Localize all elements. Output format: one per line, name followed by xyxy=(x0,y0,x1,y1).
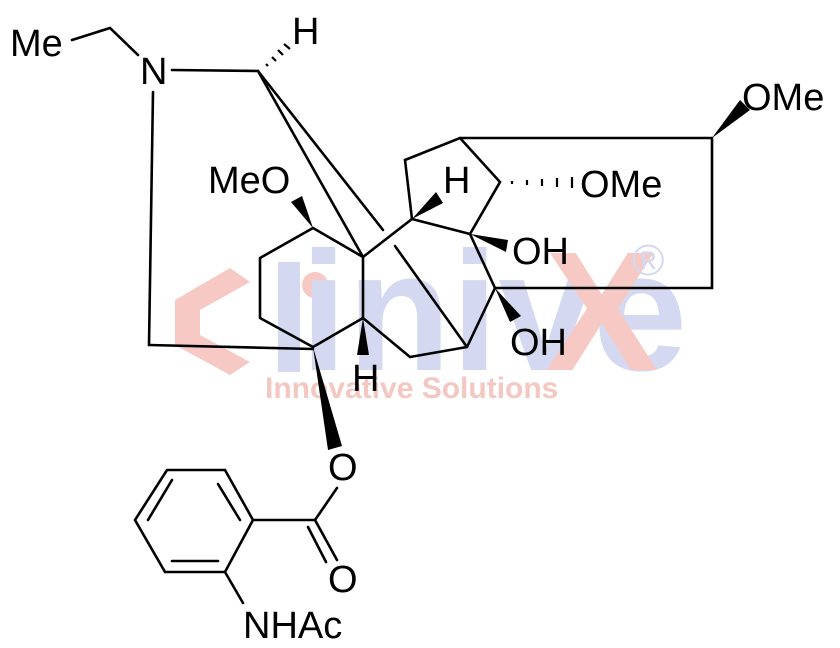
wedge-oh-lower xyxy=(495,288,521,322)
wedge-h-lower xyxy=(357,318,369,355)
o-c-ester-bond xyxy=(313,486,339,522)
watermark-c-hexagon-icon xyxy=(175,268,250,375)
label-ester-o: O xyxy=(328,447,358,489)
label-oh-upper: OH xyxy=(512,231,569,273)
watermark-registered: ® xyxy=(632,236,664,285)
label-meo-left: MeO xyxy=(208,160,290,202)
aryl-n-bond xyxy=(223,570,245,605)
c-o-double-2 xyxy=(306,525,328,564)
benzene-double-2 xyxy=(146,478,174,522)
label-carbonyl-o: O xyxy=(328,559,358,601)
hashed-wedge-h-top xyxy=(265,43,291,67)
label-h-mid: H xyxy=(443,160,470,202)
label-ome-mid: OMe xyxy=(580,164,662,206)
label-h-lower: H xyxy=(352,358,379,400)
hashed-wedge-ome-mid xyxy=(510,177,574,188)
watermark: inive X ® Innovative Solutions xyxy=(175,217,687,407)
label-oh-lower: OH xyxy=(510,322,567,364)
label-h-top: H xyxy=(292,11,319,53)
watermark-l xyxy=(278,262,300,372)
c-o-double-1 xyxy=(313,518,339,562)
bridge-bond-1 xyxy=(256,69,365,259)
c-c-oh-bond xyxy=(468,232,497,290)
watermark-i-dot xyxy=(302,272,328,298)
watermark-brand-middle: inive xyxy=(300,217,687,407)
wedge-oh-upper xyxy=(470,234,508,252)
internal-bridge xyxy=(393,244,469,349)
benzene-ring xyxy=(133,468,255,574)
wedge-ome-right xyxy=(712,100,750,138)
bonds xyxy=(70,26,750,605)
atom-labels: Me N H MeO H OMe OMe OH OH H O O NHAc xyxy=(10,11,824,647)
label-nitrogen: N xyxy=(140,51,167,93)
label-me-ethyl: Me xyxy=(10,23,63,65)
watermark-brand-suffix: X xyxy=(545,217,658,407)
ethyl-bond xyxy=(70,26,140,57)
ring-lower xyxy=(361,286,497,359)
bridge-bond-2 xyxy=(256,69,385,232)
label-ome-right: OMe xyxy=(742,77,824,119)
n-c-bond xyxy=(170,68,260,73)
ch2-c-bond xyxy=(147,343,315,351)
watermark-tagline: Innovative Solutions xyxy=(265,372,558,405)
wedge-h-mid xyxy=(412,192,443,219)
ring-five xyxy=(403,136,502,236)
n-ch2-bond xyxy=(147,90,155,347)
ring-right xyxy=(458,136,714,290)
wedge-ester-o xyxy=(313,347,342,450)
wedge-meo xyxy=(291,196,313,228)
c-c-bond-upper xyxy=(361,217,414,259)
label-nhac: NHAc xyxy=(243,605,342,647)
benzene-double-1 xyxy=(216,482,242,522)
